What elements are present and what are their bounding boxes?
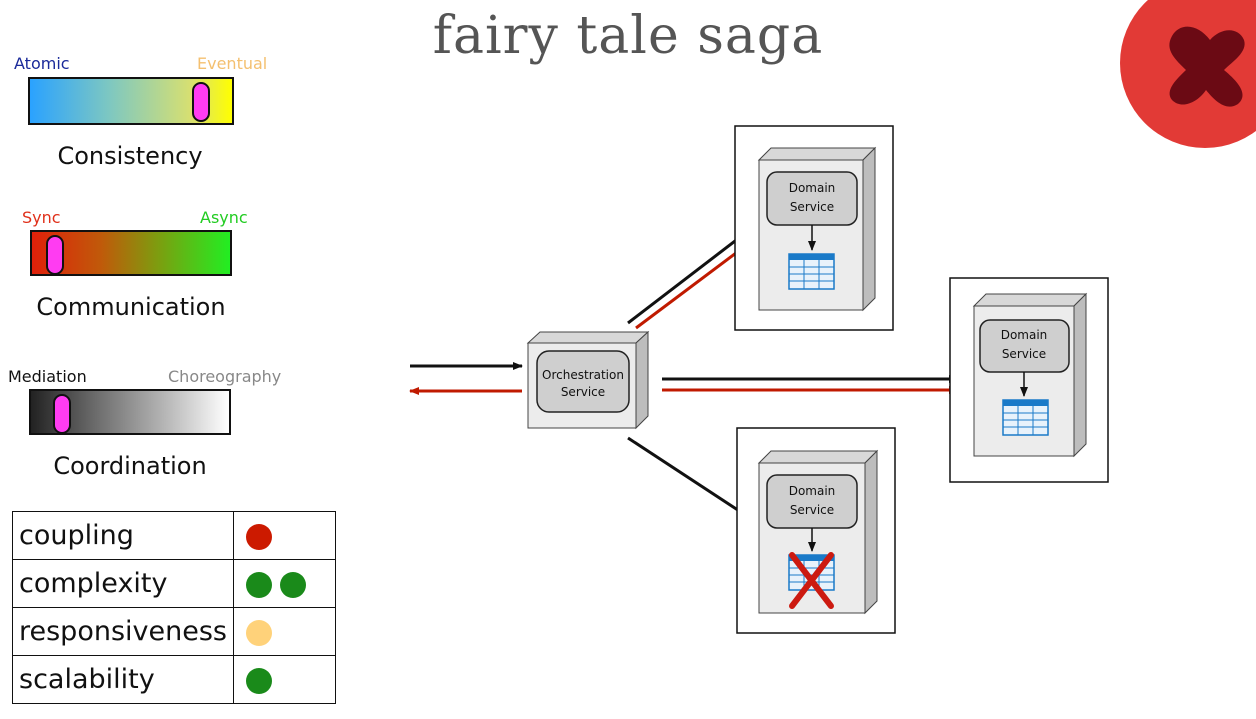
call-arrow-bottom	[627, 436, 751, 520]
table-row: coupling	[12, 511, 336, 560]
orchestration-service-node: Orchestration Service	[526, 330, 650, 430]
orchestrator-label-1: Orchestration	[542, 368, 624, 382]
slider-consistency-left-label: Atomic	[14, 54, 70, 73]
metric-name: responsiveness	[12, 607, 234, 656]
slider-consistency-right-label: Eventual	[197, 54, 268, 73]
service-top-label-2: Service	[790, 200, 834, 214]
service-bottom-label-1: Domain	[789, 484, 836, 498]
slider-communication-left-label: Sync	[22, 208, 61, 227]
rating-dot-green	[245, 667, 272, 694]
slider-consistency-caption: Consistency	[57, 142, 203, 170]
domain-service-node-top: Domain Service	[734, 125, 894, 331]
rating-dot-red	[245, 523, 272, 550]
failure-x-icon	[789, 552, 834, 609]
database-table-icon	[788, 253, 835, 290]
rating-dot-green	[279, 571, 306, 598]
service-right-label-2: Service	[1002, 347, 1046, 361]
slider-coordination-caption: Coordination	[53, 452, 207, 480]
slider-coordination-track[interactable]	[29, 389, 231, 435]
orchestrator-label-2: Service	[561, 385, 605, 399]
page-title: fairy tale saga	[432, 6, 824, 66]
domain-service-node-right: Domain Service	[949, 277, 1109, 483]
status-badge	[1120, 0, 1256, 148]
database-table-icon	[1002, 399, 1049, 436]
slider-communication-track[interactable]	[30, 230, 232, 276]
call-arrow-top	[627, 226, 753, 325]
service-right-label-1: Domain	[1001, 328, 1048, 342]
table-row: responsiveness	[12, 607, 336, 656]
metric-rating	[232, 511, 336, 560]
slider-coordination-left-label: Mediation	[8, 367, 87, 386]
domain-service-node-bottom: Domain Service	[736, 427, 896, 634]
slider-coordination-thumb[interactable]	[53, 394, 71, 434]
metric-name: coupling	[12, 511, 234, 560]
service-top-label-1: Domain	[789, 181, 836, 195]
metric-name: complexity	[12, 559, 234, 608]
table-row: scalability	[12, 655, 336, 704]
rating-dot-green	[245, 571, 272, 598]
slider-communication-thumb[interactable]	[46, 235, 64, 275]
x-mark-icon	[1169, 26, 1245, 107]
rating-dot-amber	[245, 619, 272, 646]
slider-coordination-right-label: Choreography	[168, 367, 282, 386]
slider-consistency-thumb[interactable]	[192, 82, 210, 122]
table-row: complexity	[12, 559, 336, 608]
metric-rating	[232, 655, 336, 704]
metric-rating	[232, 607, 336, 656]
slider-consistency-track[interactable]	[28, 77, 234, 125]
slider-communication-right-label: Async	[200, 208, 248, 227]
service-bottom-label-2: Service	[790, 503, 834, 517]
slider-communication-caption: Communication	[36, 293, 226, 321]
